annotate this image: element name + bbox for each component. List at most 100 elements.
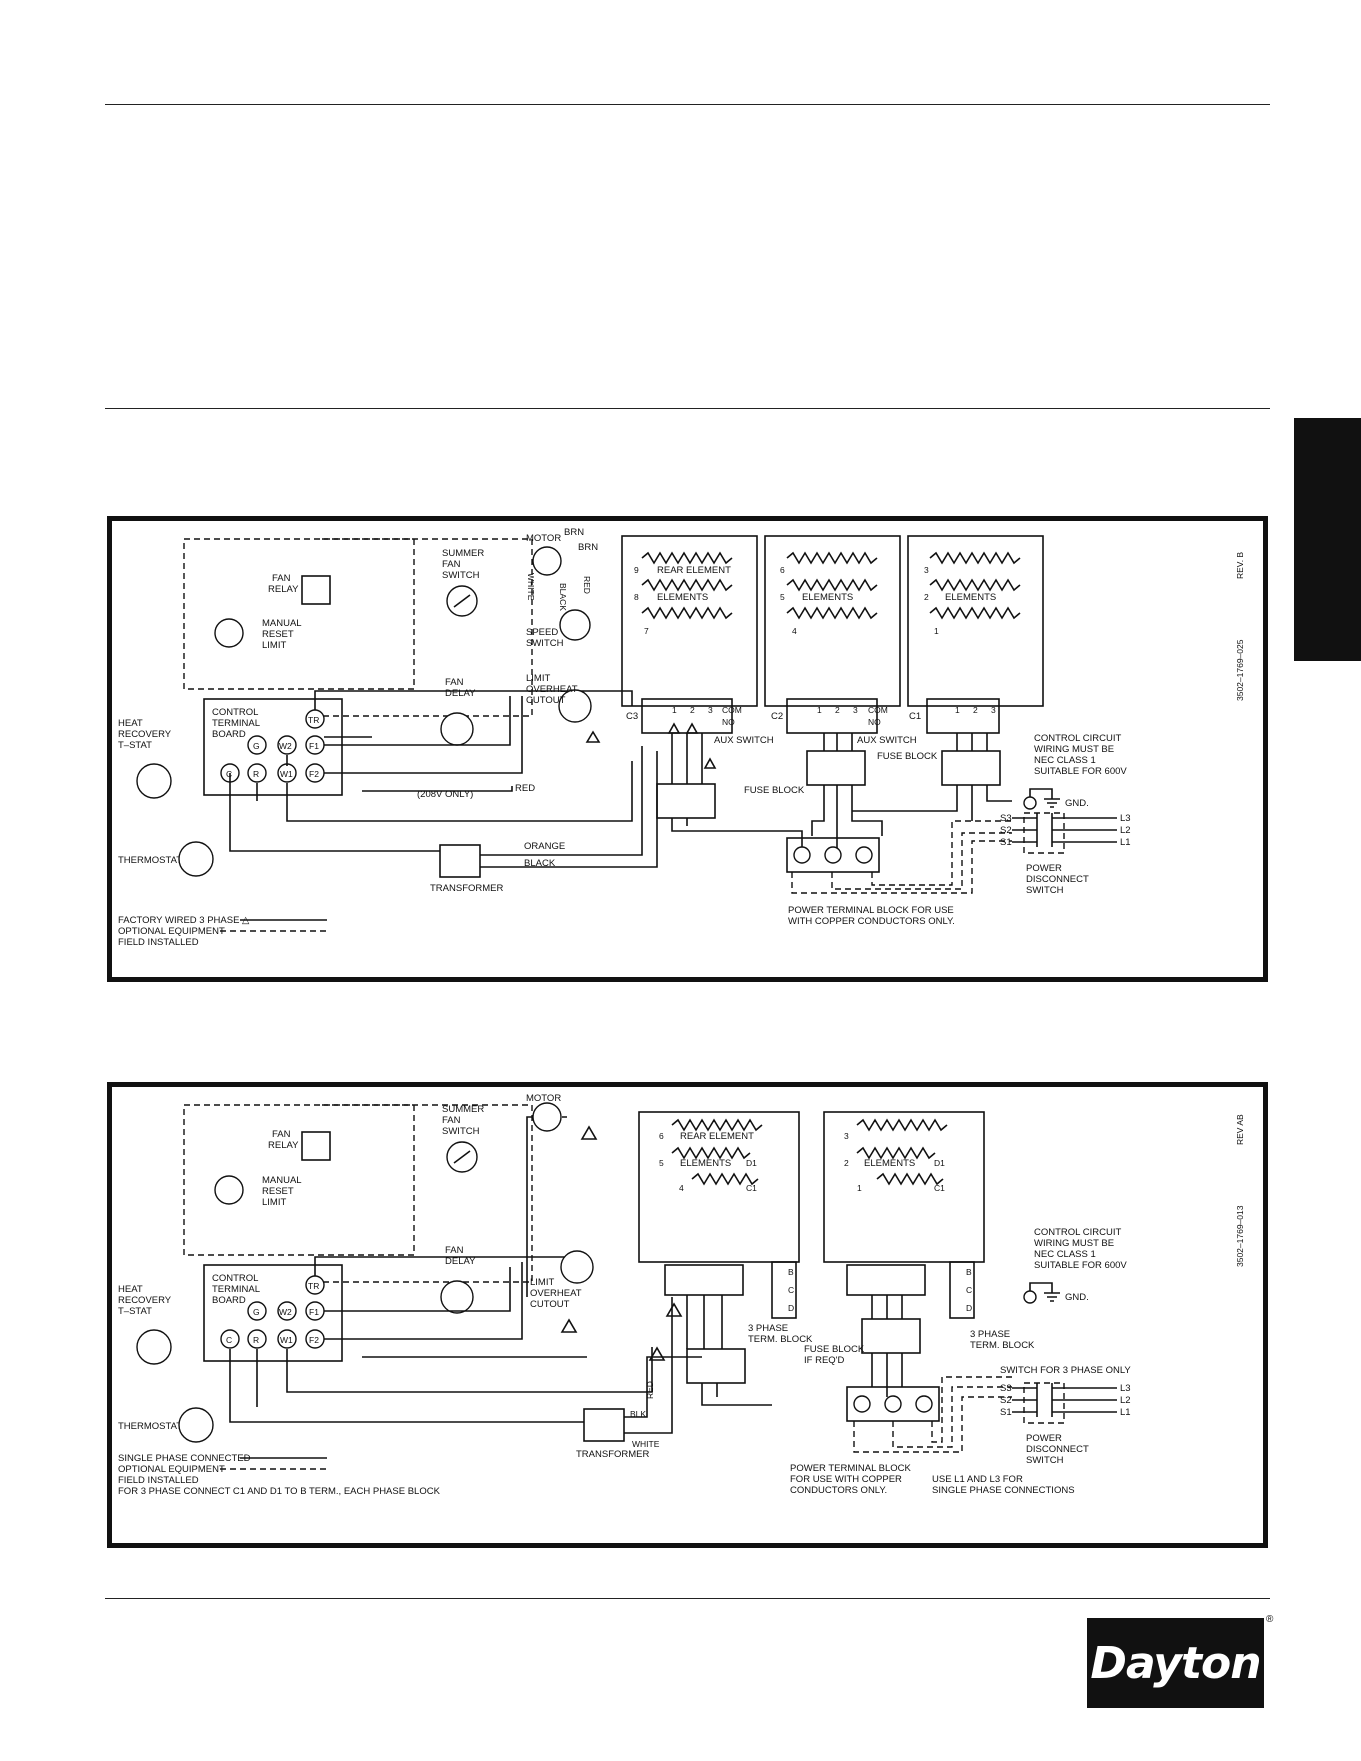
- factory-wired-marker-4: [703, 757, 717, 769]
- heat-recovery-tstat-label-3: T–STAT: [118, 740, 152, 751]
- terminal-g-label: G: [253, 741, 260, 751]
- summer-fan-switch-b-label-2: FAN: [442, 1115, 461, 1126]
- c1-contact-2: 2: [973, 705, 978, 715]
- legend-b-field-installed: FIELD INSTALLED: [118, 1475, 199, 1486]
- power-disconnect-switch-b[interactable]: [1023, 1382, 1065, 1424]
- element-b-1-number: 1: [857, 1183, 862, 1193]
- power-terminal-block-b-label-2: FOR USE WITH COPPER: [790, 1474, 902, 1485]
- power-terminal-b1: [853, 1395, 871, 1413]
- transformer-b-label: TRANSFORMER: [576, 1449, 650, 1460]
- ab-marker-1: [580, 1125, 598, 1140]
- gnd-b-label: GND.: [1065, 1292, 1089, 1303]
- heat-recovery-tstat-b-label-3: T–STAT: [118, 1306, 152, 1317]
- red-wire-label: RED: [582, 576, 592, 594]
- terminal-b-w1: [277, 1329, 297, 1349]
- limit-overheat-cutout-b-label-3: CUTOUT: [530, 1299, 570, 1310]
- doc-number-b: 3502–1769–013: [1235, 1205, 1245, 1267]
- legend-b-b: B: [300, 1486, 306, 1497]
- power-terminal-block: [786, 837, 880, 873]
- terminal-r: [247, 763, 267, 783]
- c1-contact-3: 3: [991, 705, 996, 715]
- switch-line-b-s1: S1: [1000, 1407, 1012, 1418]
- legend-b-to: TO: [285, 1486, 298, 1497]
- element-b-2-number: 2: [844, 1158, 849, 1168]
- side-index-tab: [1294, 418, 1361, 661]
- terminal-b-f1-label: F1: [309, 1307, 319, 1317]
- motor-label: MOTOR: [526, 533, 561, 544]
- fuse-block-b2: [861, 1318, 921, 1354]
- three-phase-term-block-1-label-1: 3 PHASE: [748, 1323, 788, 1334]
- element-1-number: 1: [934, 626, 939, 636]
- power-disconnect-switch[interactable]: [1023, 812, 1065, 854]
- control-wires: [229, 690, 658, 868]
- rear-element-b-label: REAR ELEMENT: [680, 1131, 754, 1142]
- summer-fan-switch-b-label-3: SWITCH: [442, 1126, 480, 1137]
- motor-b-label: MOTOR: [526, 1093, 561, 1104]
- summer-switch-region: [322, 538, 533, 717]
- c3-aux-switch-label: AUX SWITCH: [714, 735, 774, 746]
- brn-label-2: BRN: [578, 542, 598, 553]
- ground-icon: [1029, 788, 1060, 808]
- contactor-c1: [926, 698, 1000, 734]
- control-terminal-board-b-label-3: BOARD: [212, 1295, 246, 1306]
- terminal-b-c: [220, 1329, 240, 1349]
- motor-b-icon: [532, 1102, 562, 1132]
- phase-block-2-c: C: [966, 1285, 972, 1295]
- switch-blade-b: [453, 1150, 471, 1164]
- element-8-number: 8: [634, 592, 639, 602]
- fan-relay-b-label-2: RELAY: [268, 1140, 299, 1151]
- control-circuit-note-b-4: SUITABLE FOR 600V: [1034, 1260, 1127, 1271]
- limit-overheat-cutout-b-label-2: OVERHEAT: [530, 1288, 582, 1299]
- fan-delay-icon: [440, 712, 474, 746]
- elements-2-label: ELEMENTS: [802, 592, 853, 603]
- registered-mark: ®: [1266, 1614, 1274, 1625]
- element-bank-3: [907, 535, 1044, 707]
- fan-delay-b-label-2: DELAY: [445, 1256, 476, 1267]
- control-terminal-board-label-2: TERMINAL: [212, 718, 260, 729]
- terminal-b-r: [247, 1329, 267, 1349]
- wire-b-blk-label: BLK: [630, 1409, 646, 1419]
- ab-marker-2: [665, 1302, 683, 1317]
- wiring-diagram-b-svg: FAN RELAY SUMMER FAN SWITCH MANUAL RESET…: [118, 1093, 1245, 1497]
- three-phase-term-block-1-label-2: TERM. BLOCK: [748, 1334, 813, 1345]
- manual-reset-limit-icon: [214, 618, 244, 648]
- manual-reset-limit-label-2: RESET: [262, 629, 294, 640]
- heat-recovery-tstat-label-2: RECOVERY: [118, 729, 172, 740]
- legend-b-and: AND: [247, 1486, 267, 1497]
- heat-recovery-tstat-b-icon: [136, 1329, 172, 1365]
- bottom-rule: [105, 1598, 1270, 1599]
- section-rule: [105, 408, 1270, 409]
- contactor-c3-label: C3: [626, 711, 638, 722]
- power-terminal-1: [793, 846, 811, 864]
- fan-delay-label-2: DELAY: [445, 688, 476, 699]
- ground-icon-b: [1029, 1282, 1060, 1302]
- phase-block-2-d: D: [966, 1303, 972, 1313]
- power-terminal-block-label-1: POWER TERMINAL BLOCK FOR USE: [788, 905, 954, 916]
- line-b-l2: L2: [1120, 1395, 1131, 1406]
- thermostat-icon: [178, 841, 214, 877]
- wire-red-label: RED: [515, 783, 535, 794]
- brn-label-1: BRN: [564, 527, 584, 538]
- element-b-4-number: 4: [679, 1183, 684, 1193]
- c2-contact-2: 2: [835, 705, 840, 715]
- terminal-g: [247, 735, 267, 755]
- contactor-b1: [664, 1264, 744, 1296]
- three-phase-term-block-2: [949, 1261, 975, 1319]
- fuse-block-b1: [686, 1348, 746, 1384]
- legend-factory-wired: FACTORY WIRED 3 PHASE △: [118, 915, 250, 926]
- heating-coils-3: [929, 551, 1021, 620]
- factory-wired-marker-1: [585, 730, 601, 743]
- fan-delay-b-label-1: FAN: [445, 1245, 464, 1256]
- manual-reset-limit-b-label-3: LIMIT: [262, 1197, 286, 1208]
- wiring-diagram-a: FAN RELAY SUMMER FAN SWITCH MANUAL RESET…: [107, 516, 1268, 982]
- ground-terminal: [1023, 796, 1037, 810]
- fuse-block-1-label: FUSE BLOCK: [744, 785, 805, 796]
- power-disconnect-label-2: DISCONNECT: [1026, 874, 1089, 885]
- wire-b-white-label: WHITE: [632, 1439, 660, 1449]
- switch-line-b-s2: S2: [1000, 1395, 1012, 1406]
- rear-element-label: REAR ELEMENT: [657, 565, 731, 576]
- speed-switch-label-2: SWITCH: [526, 638, 564, 649]
- heat-recovery-tstat-b-label-2: RECOVERY: [118, 1295, 172, 1306]
- legend-field-installed: FIELD INSTALLED: [118, 937, 199, 948]
- transformer: [439, 844, 481, 878]
